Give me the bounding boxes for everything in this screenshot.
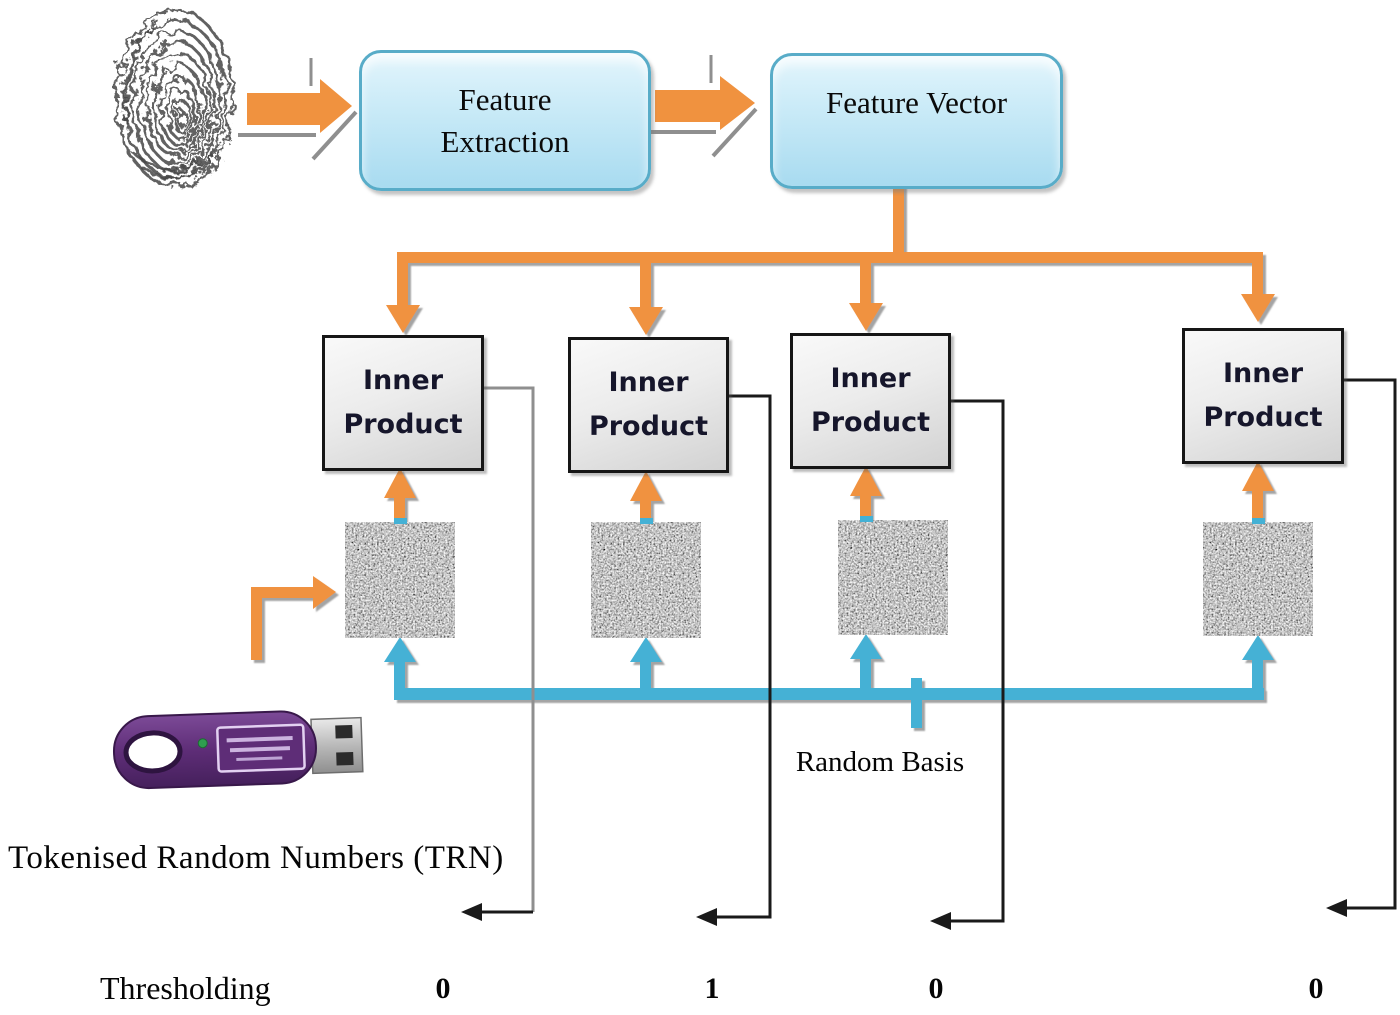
inner-product-box-2: Inner Product [568,337,729,473]
feature-vector-label: Feature Vector [825,85,1008,120]
inner-product-label: Inner Product [810,363,931,438]
arrow-shadow-lines-2 [648,55,758,158]
random-basis-line-and-arrows [384,634,1274,728]
thresholding-label: Thresholding [100,970,271,1006]
threshold-bit-2: 1 [704,972,720,1005]
arrow-shadow-lines-1 [238,58,358,161]
inner-product-box-3: Inner Product [790,333,951,469]
usb-keyring-hole [123,730,183,774]
blue-tick [1252,518,1265,524]
arrow-fingerprint-to-extraction [247,79,352,133]
trn-to-matrix-arrow [251,576,336,660]
inner-product-label: Inner Product [343,365,463,440]
inner-product-label: Inner Product [1203,358,1323,433]
random-basis-matrix-image [345,522,455,638]
random-basis-matrix-image [591,522,701,638]
inner-product-box-4: Inner Product [1182,328,1344,464]
feature-vector-node: Feature Vector [770,53,1063,189]
usb-token-image [112,710,364,790]
threshold-bit-1: 0 [435,972,451,1005]
threshold-bit-3: 0 [928,972,944,1005]
random-basis-matrix-image [838,520,948,635]
blue-tick [860,516,873,522]
feature-vector-fanout-arrows [386,181,1275,335]
random-basis-matrix-image [1203,522,1313,636]
blue-tick [394,518,407,524]
inner-product-box-1: Inner Product [322,335,484,471]
matrix-to-inner-product-arrows [384,461,1274,522]
random-basis-label: Random Basis [795,746,965,778]
fingerprint-image [115,8,235,188]
blue-tick [640,518,653,524]
trn-label: Tokenised Random Numbers (TRN) [8,840,504,876]
feature-extraction-label: Feature Extraction [440,81,570,159]
feature-extraction-node: Feature Extraction [359,50,651,191]
usb-led [197,738,208,749]
arrow-extraction-to-vector [655,76,755,130]
inner-product-label: Inner Product [588,367,709,442]
threshold-bit-4: 0 [1308,972,1324,1005]
